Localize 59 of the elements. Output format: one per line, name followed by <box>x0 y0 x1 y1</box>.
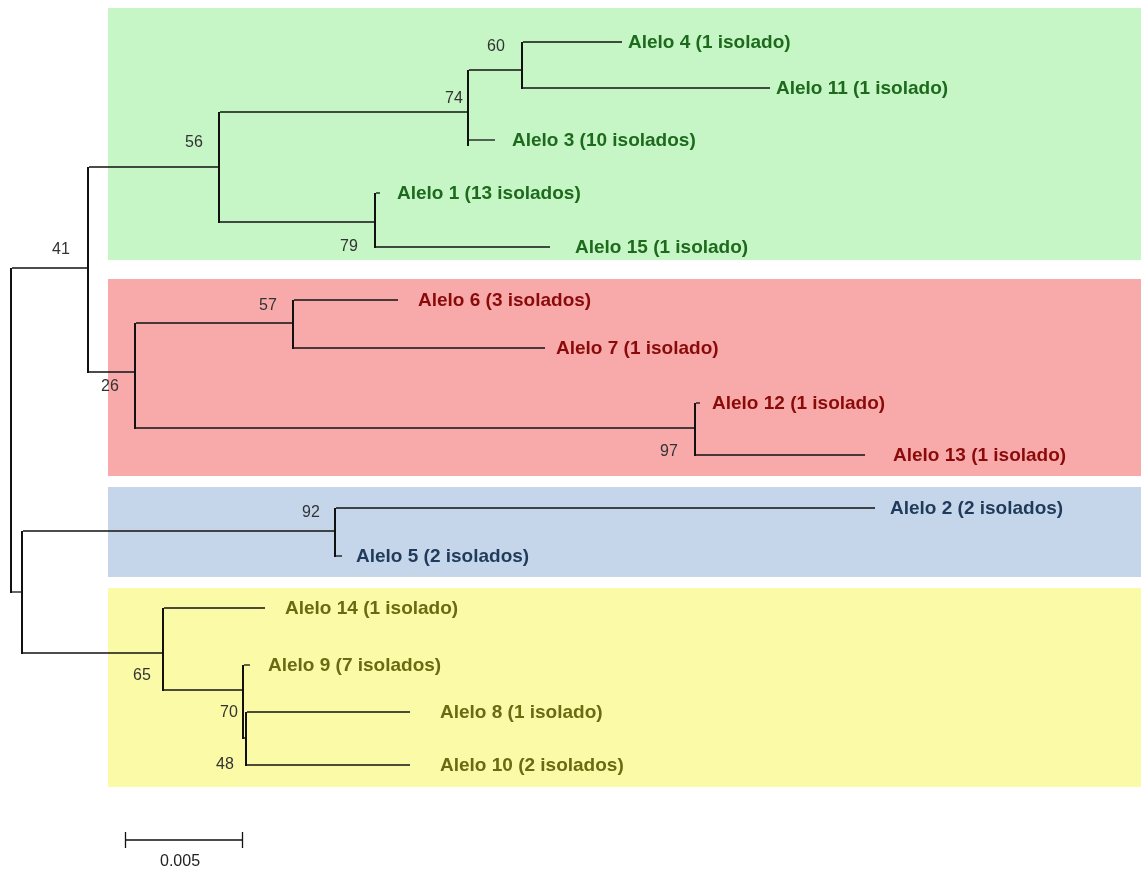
tree-branch <box>219 221 375 223</box>
bootstrap-value: 26 <box>101 377 119 395</box>
allele-label: Alelo 9 (7 isolados) <box>250 654 442 676</box>
allele-label: Alelo 6 (3 isolados) <box>398 289 592 311</box>
tree-branch <box>522 41 623 43</box>
tree-branch <box>293 299 399 301</box>
tree-branch <box>135 427 695 429</box>
tree-branch <box>246 764 411 766</box>
allele-label: Alelo 13 (1 isolado) <box>865 444 1067 466</box>
tree-branch <box>163 607 266 609</box>
bootstrap-value: 56 <box>185 133 203 151</box>
clade-band <box>108 588 1141 787</box>
allele-label: Alelo 4 (1 isolado) <box>622 31 791 53</box>
allele-label: Alelo 5 (2 isolados) <box>342 545 530 567</box>
tree-branch <box>246 711 411 713</box>
tree-branch <box>11 267 88 269</box>
tree-branch <box>22 652 163 654</box>
bootstrap-value: 60 <box>487 37 505 55</box>
tree-branch <box>219 111 468 113</box>
allele-label: Alelo 15 (1 isolado) <box>550 236 749 258</box>
bootstrap-value: 41 <box>52 240 70 258</box>
tree-branch <box>243 664 251 666</box>
allele-label: Alelo 2 (2 isolados) <box>875 497 1064 519</box>
allele-label: Alelo 7 (1 isolado) <box>545 337 719 359</box>
tree-branch <box>375 246 551 248</box>
bootstrap-value: 48 <box>216 755 234 773</box>
tree-branch <box>468 69 522 71</box>
tree-branch <box>695 402 701 404</box>
allele-label: Alelo 10 (2 isolados) <box>410 754 624 776</box>
clade-band <box>108 487 1141 577</box>
allele-label: Alelo 8 (1 isolado) <box>410 701 603 723</box>
clade-band <box>108 8 1141 260</box>
tree-branch <box>335 507 876 509</box>
tree-branch <box>335 555 343 557</box>
allele-label: Alelo 14 (1 isolado) <box>265 597 459 619</box>
bootstrap-value: 92 <box>302 503 320 521</box>
tree-branch <box>695 454 866 456</box>
bootstrap-value: 79 <box>340 237 358 255</box>
tree-branch <box>522 87 771 89</box>
bootstrap-value: 57 <box>259 296 277 314</box>
bootstrap-value: 65 <box>133 666 151 684</box>
tree-branch <box>375 192 381 194</box>
tree-branch <box>11 591 22 593</box>
tree-branch <box>293 347 546 349</box>
tree-branch <box>22 530 335 532</box>
tree-branch <box>88 371 135 373</box>
allele-label: Alelo 12 (1 isolado) <box>700 392 886 414</box>
bootstrap-value: 70 <box>220 703 238 721</box>
tree-branch <box>88 166 219 168</box>
allele-label: Alelo 11 (1 isolado) <box>770 77 949 99</box>
allele-label: Alelo 1 (13 isolados) <box>380 182 581 204</box>
allele-label: Alelo 3 (10 isolados) <box>495 129 696 151</box>
tree-branch <box>468 139 496 141</box>
tree-branch <box>135 322 293 324</box>
scale-value: 0.005 <box>160 852 201 870</box>
bootstrap-value: 97 <box>660 442 678 460</box>
tree-branch <box>163 689 243 691</box>
bootstrap-value: 74 <box>445 89 463 107</box>
tree-branch <box>243 737 246 739</box>
